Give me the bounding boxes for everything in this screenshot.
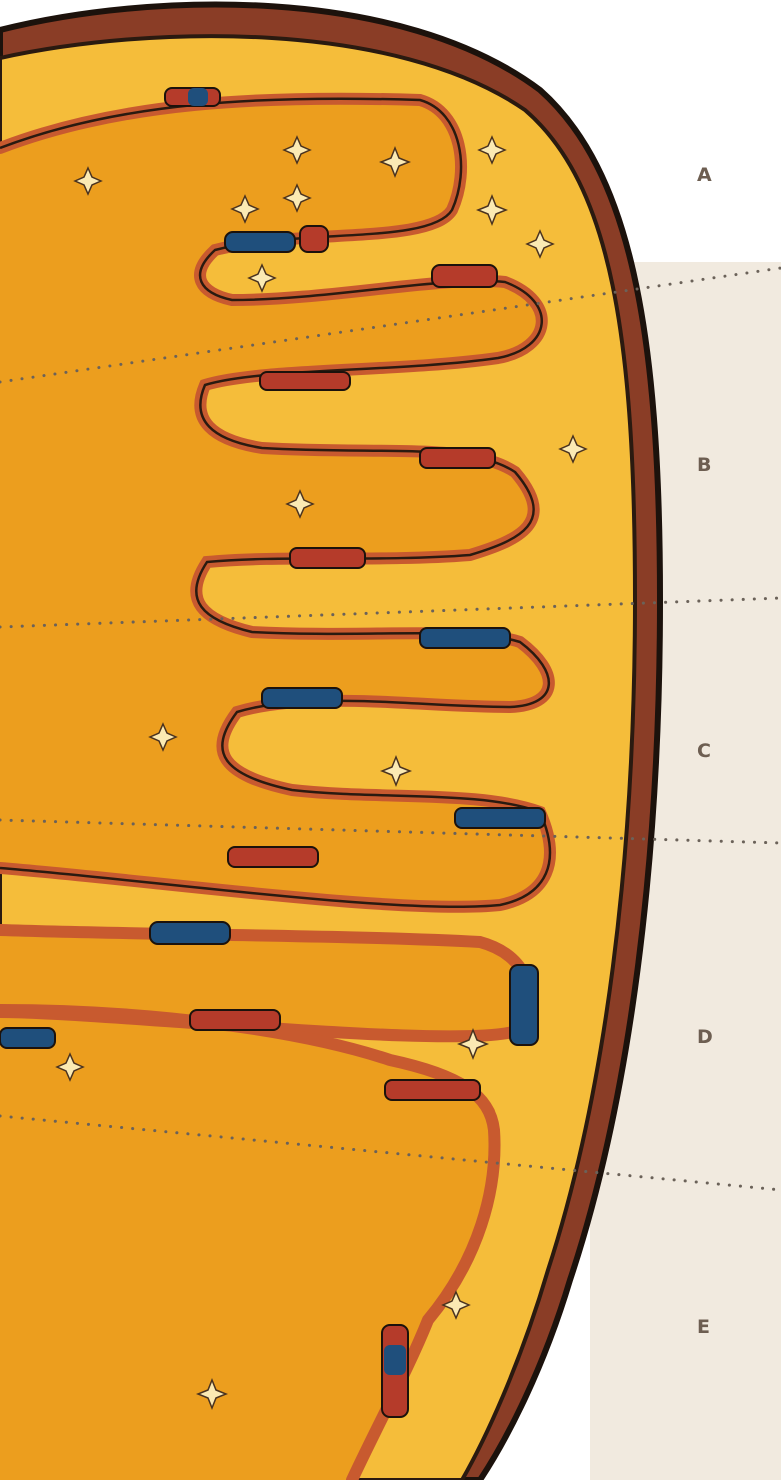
label-a: A <box>697 164 737 186</box>
protein-complex <box>260 372 350 390</box>
protein-complex <box>510 965 538 1045</box>
protein-complex <box>228 847 318 867</box>
protein-complex <box>384 1345 406 1375</box>
protein-complex <box>290 548 365 568</box>
protein-complex <box>190 1010 280 1030</box>
protein-complex <box>150 922 230 944</box>
protein-complex <box>420 448 495 468</box>
protein-complex <box>300 226 328 252</box>
protein-complex <box>420 628 510 648</box>
label-e: E <box>697 1316 737 1338</box>
label-d: D <box>697 1026 737 1048</box>
protein-complex <box>455 808 545 828</box>
protein-complex <box>262 688 342 708</box>
protein-complex <box>225 232 295 252</box>
label-c: C <box>697 740 737 762</box>
label-b: B <box>697 454 737 476</box>
protein-complex <box>385 1080 480 1100</box>
protein-complex <box>0 1028 55 1048</box>
protein-complex <box>188 88 208 106</box>
protein-complex <box>432 265 497 287</box>
